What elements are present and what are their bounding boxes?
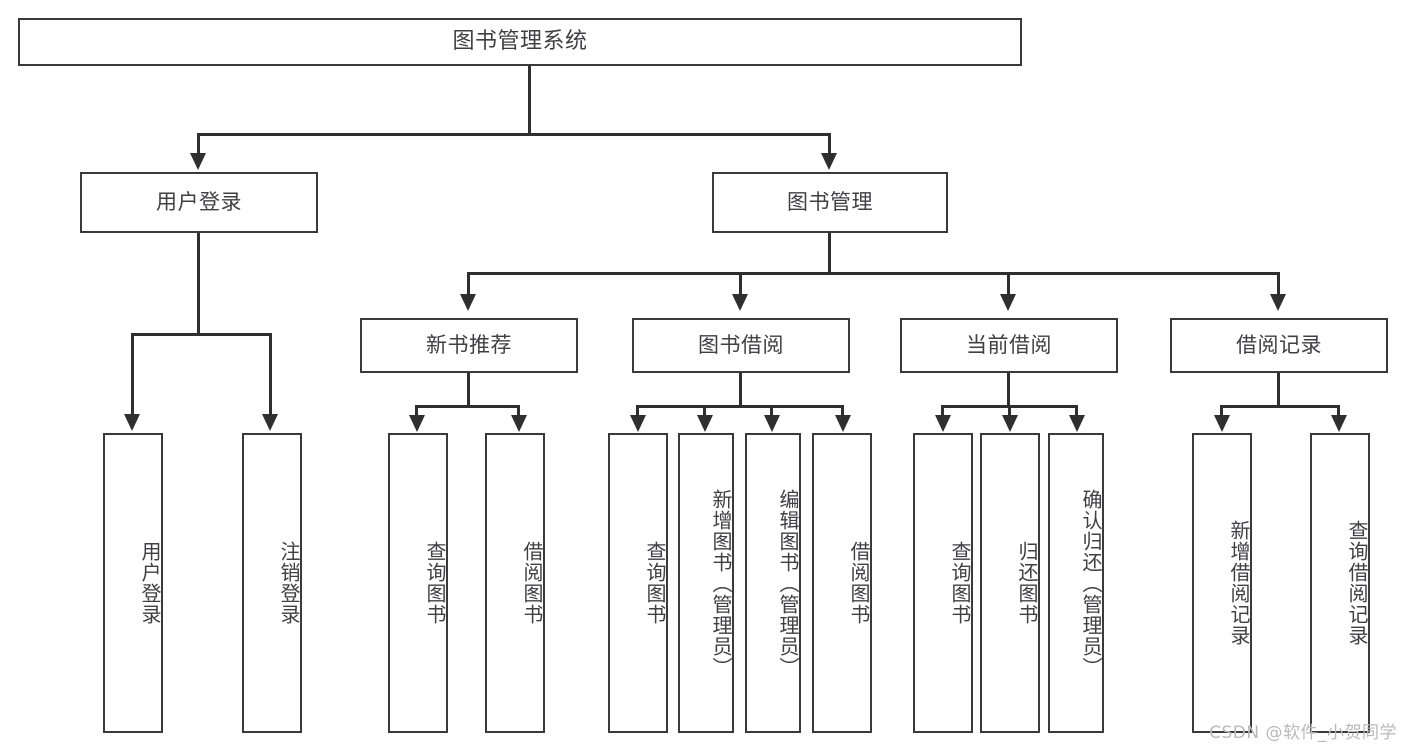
arrow-down-icon-query-book-2 (630, 415, 646, 432)
leaf-add-book-label: 新增图书（管理员） (709, 488, 733, 678)
leaf-query-book-3[interactable]: 查询图书 (913, 433, 973, 733)
edge-book-manage-to-book-borrow (739, 272, 742, 296)
node-borrow-record[interactable]: 借阅记录 (1170, 318, 1388, 373)
leaf-user-login-label: 用户登录 (138, 541, 162, 625)
leaf-query-book-1-label: 查询图书 (423, 541, 447, 625)
edge-user-login-bus (131, 333, 272, 336)
leaf-borrow-book-2[interactable]: 借阅图书 (812, 433, 872, 733)
edge-book-borrow-bus (636, 405, 844, 408)
leaf-logout-login[interactable]: 注销登录 (242, 433, 302, 733)
edge-borrow-record-to-leaf-2 (1337, 405, 1340, 417)
node-user-login[interactable]: 用户登录 (80, 172, 318, 233)
node-root-book-management-system[interactable]: 图书管理系统 (18, 18, 1022, 66)
leaf-user-login[interactable]: 用户登录 (103, 433, 163, 733)
edge-new-book-bus (415, 405, 520, 408)
arrow-down-icon-query-record (1331, 415, 1347, 432)
arrow-down-icon-book-manage (821, 153, 837, 170)
arrow-down-icon-query-book-3 (935, 415, 951, 432)
edge-new-book-stem (467, 373, 470, 408)
leaf-logout-login-label: 注销登录 (277, 541, 301, 625)
edge-borrow-record-stem (1277, 373, 1280, 408)
edge-current-borrow-stem (1007, 373, 1010, 408)
leaf-edit-book-label: 编辑图书（管理员） (776, 488, 800, 678)
leaf-query-book-2-label: 查询图书 (643, 541, 667, 625)
arrow-down-icon-user-login (190, 153, 206, 170)
leaf-query-record-label: 查询借阅记录 (1345, 520, 1369, 646)
arrow-down-icon-book-borrow (732, 294, 748, 311)
leaf-query-book-2[interactable]: 查询图书 (608, 433, 668, 733)
arrow-down-icon-return-book (1002, 415, 1018, 432)
leaf-confirm-return-label: 确认归还（管理员） (1079, 488, 1103, 678)
leaf-edit-book[interactable]: 编辑图书（管理员） (745, 433, 801, 733)
leaf-add-record-label: 新增借阅记录 (1227, 520, 1251, 646)
arrow-down-icon-leaf-user-login (124, 414, 140, 431)
edge-book-borrow-to-leaf-1 (636, 405, 639, 417)
arrow-down-icon-edit-book (764, 415, 780, 432)
edge-new-book-to-leaf-2 (517, 405, 520, 417)
node-book-manage[interactable]: 图书管理 (712, 172, 948, 233)
edge-book-manage-to-borrow-record (1277, 272, 1280, 296)
leaf-query-book-1[interactable]: 查询图书 (388, 433, 448, 733)
edge-user-login-stem (197, 233, 200, 335)
edge-new-book-to-leaf-1 (415, 405, 418, 417)
arrow-down-icon-query-book-1 (409, 415, 425, 432)
leaf-confirm-return[interactable]: 确认归还（管理员） (1048, 433, 1104, 733)
edge-book-manage-to-new-book (467, 272, 470, 296)
edge-user-login-to-leaf-1 (131, 333, 134, 416)
leaf-query-book-3-label: 查询图书 (948, 541, 972, 625)
arrow-down-icon-borrow-book-2 (835, 415, 851, 432)
edge-root-to-user-login (197, 133, 200, 156)
arrow-down-icon-add-record (1214, 415, 1230, 432)
edge-borrow-record-bus (1220, 405, 1340, 408)
edge-book-manage-stem (828, 233, 831, 275)
leaf-borrow-book-1[interactable]: 借阅图书 (485, 433, 545, 733)
arrow-down-icon-current-borrow (1000, 294, 1016, 311)
edge-book-borrow-to-leaf-4 (841, 405, 844, 417)
edge-current-borrow-to-leaf-3 (1075, 405, 1078, 417)
edge-root-to-book-manage (828, 133, 831, 156)
watermark: CSDN @软件_小贺同学 (1209, 723, 1397, 743)
node-current-borrow[interactable]: 当前借阅 (900, 318, 1118, 373)
edge-current-borrow-to-leaf-1 (941, 405, 944, 417)
edge-book-borrow-to-leaf-2 (703, 405, 706, 417)
edge-book-borrow-to-leaf-3 (770, 405, 773, 417)
arrow-down-icon-borrow-record (1270, 294, 1286, 311)
node-new-book-recommend[interactable]: 新书推荐 (360, 318, 578, 373)
arrow-down-icon-leaf-logout-login (262, 414, 278, 431)
edge-book-borrow-stem (739, 373, 742, 408)
edge-root-bus (197, 133, 831, 136)
arrow-down-icon-add-book (697, 415, 713, 432)
node-book-borrow[interactable]: 图书借阅 (632, 318, 850, 373)
arrow-down-icon-new-book-recommend (460, 294, 476, 311)
edge-current-borrow-to-leaf-2 (1008, 405, 1011, 417)
leaf-add-record[interactable]: 新增借阅记录 (1192, 433, 1252, 733)
leaf-query-record[interactable]: 查询借阅记录 (1310, 433, 1370, 733)
edge-borrow-record-to-leaf-1 (1220, 405, 1223, 417)
leaf-borrow-book-1-label: 借阅图书 (520, 541, 544, 625)
edge-root-stem (528, 66, 531, 135)
leaf-add-book[interactable]: 新增图书（管理员） (678, 433, 734, 733)
arrow-down-icon-borrow-book-1 (511, 415, 527, 432)
edge-book-manage-bus (467, 272, 1280, 275)
leaf-borrow-book-2-label: 借阅图书 (847, 541, 871, 625)
arrow-down-icon-confirm-return (1069, 415, 1085, 432)
leaf-return-book[interactable]: 归还图书 (980, 433, 1040, 733)
edge-book-manage-to-current-borrow (1007, 272, 1010, 296)
edge-user-login-to-leaf-2 (269, 333, 272, 416)
leaf-return-book-label: 归还图书 (1015, 541, 1039, 625)
